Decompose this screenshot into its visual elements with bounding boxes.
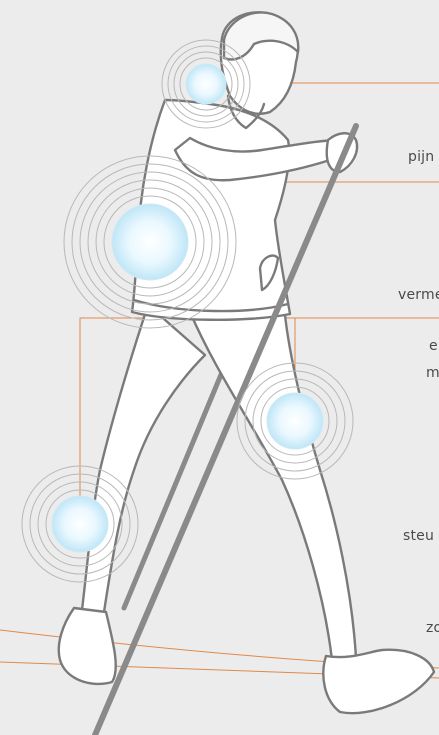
label-neck-fragment: pijn [408, 149, 434, 165]
label-hip-fragment-a: e [429, 338, 438, 354]
walking-figure [59, 12, 434, 713]
joint-highlight-icon [267, 393, 323, 449]
label-ankle-fragment: zo [426, 620, 439, 636]
leg-front [190, 312, 356, 660]
label-shoulder-fragment: verme [398, 287, 439, 303]
shoe-back [59, 608, 116, 684]
label-knee-fragment: steu [403, 528, 434, 544]
joint-highlight-icon [112, 204, 188, 280]
joint-highlight-icon [52, 496, 108, 552]
shoe-front [323, 650, 434, 713]
joint-highlight-icon [186, 64, 226, 104]
label-hip-fragment-b: m [426, 365, 439, 381]
